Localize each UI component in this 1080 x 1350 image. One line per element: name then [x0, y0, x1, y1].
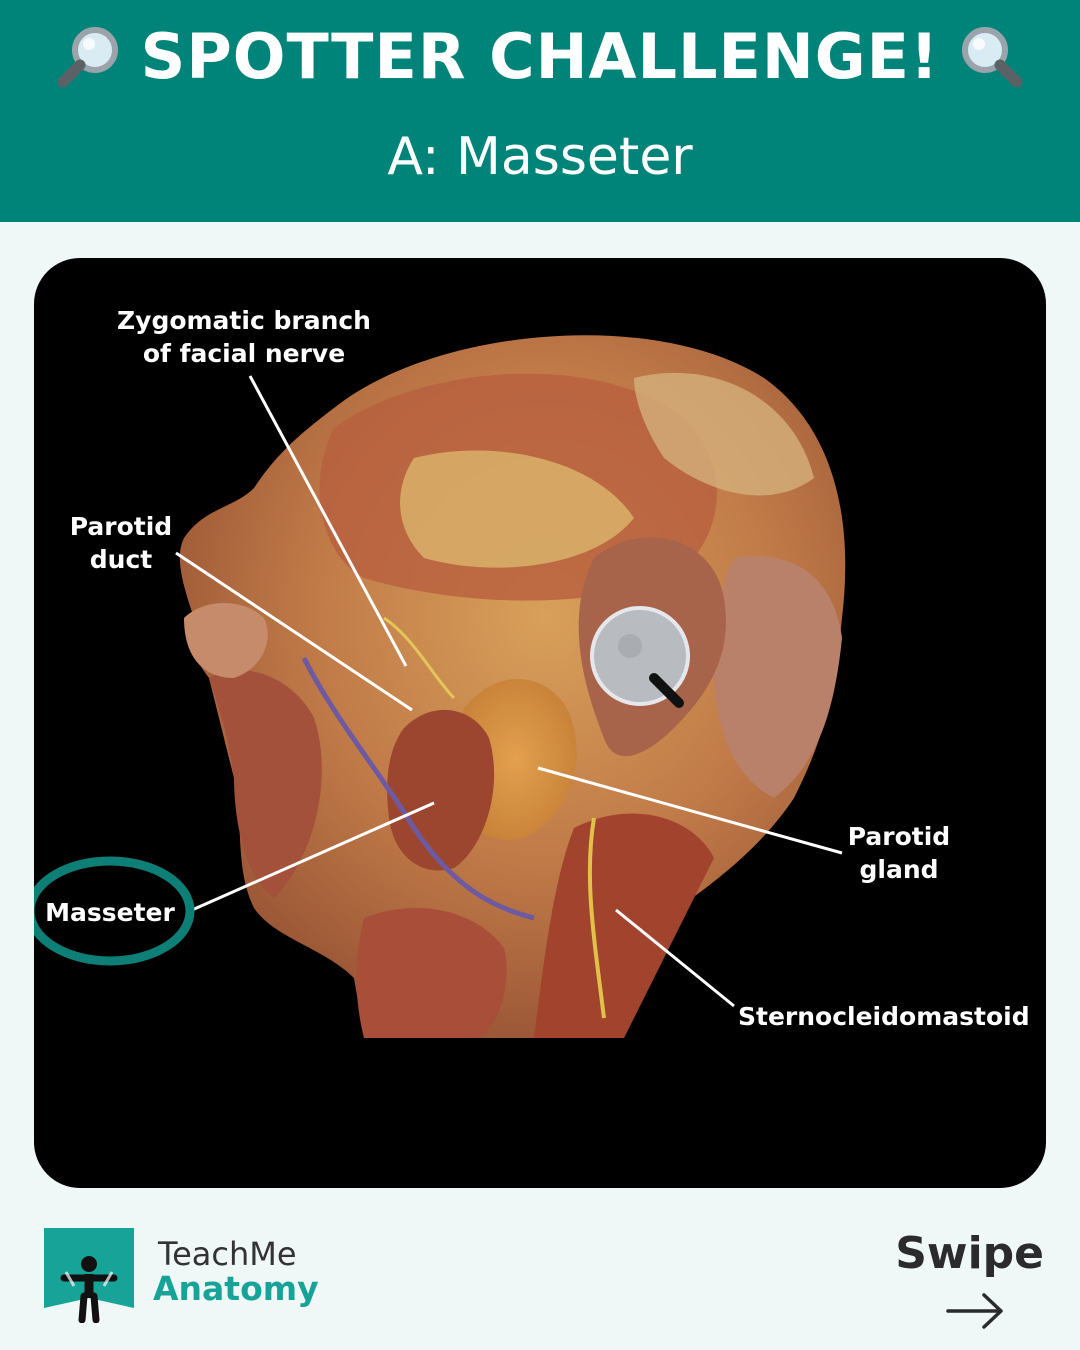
pointer-zygomatic: [248, 375, 408, 667]
pointer-parotid-gland: [537, 766, 843, 855]
label-sternocleidomastoid: Sternocleidomastoid: [738, 1002, 1030, 1031]
answer-highlight-ring: [34, 856, 195, 966]
label-parotid-duct: Parotid duct: [69, 512, 173, 574]
label-masseter: Masseter: [45, 898, 175, 927]
head-dissection-illustration: [34, 335, 846, 1038]
brand-name-line2: Anatomy: [153, 1269, 319, 1308]
teachme-logo-icon: [44, 1228, 134, 1323]
pointer-sternocleidomastoid: [615, 908, 735, 1008]
page-title: SPOTTER CHALLENGE!: [140, 20, 940, 93]
answer-subtitle: A: Masseter: [387, 127, 693, 187]
dissection-image: Zygomatic branch of facial nerve Parotid…: [34, 258, 1046, 1188]
swipe-label[interactable]: Swipe: [895, 1228, 1044, 1279]
pointer-parotid-duct: [175, 551, 413, 712]
label-zygomatic-branch: Zygomatic branch of facial nerve: [117, 306, 371, 368]
magnifier-icon: [57, 27, 118, 88]
magnifier-icon: [962, 27, 1023, 88]
title-row: SPOTTER CHALLENGE!: [0, 22, 1080, 92]
arrow-right-icon[interactable]: [944, 1290, 1006, 1332]
pointer-masseter: [191, 801, 435, 912]
brand-name-line1: TeachMe: [158, 1235, 297, 1273]
label-parotid-gland: Parotid gland: [847, 822, 951, 884]
header-banner: SPOTTER CHALLENGE! A: Masseter: [0, 0, 1080, 222]
